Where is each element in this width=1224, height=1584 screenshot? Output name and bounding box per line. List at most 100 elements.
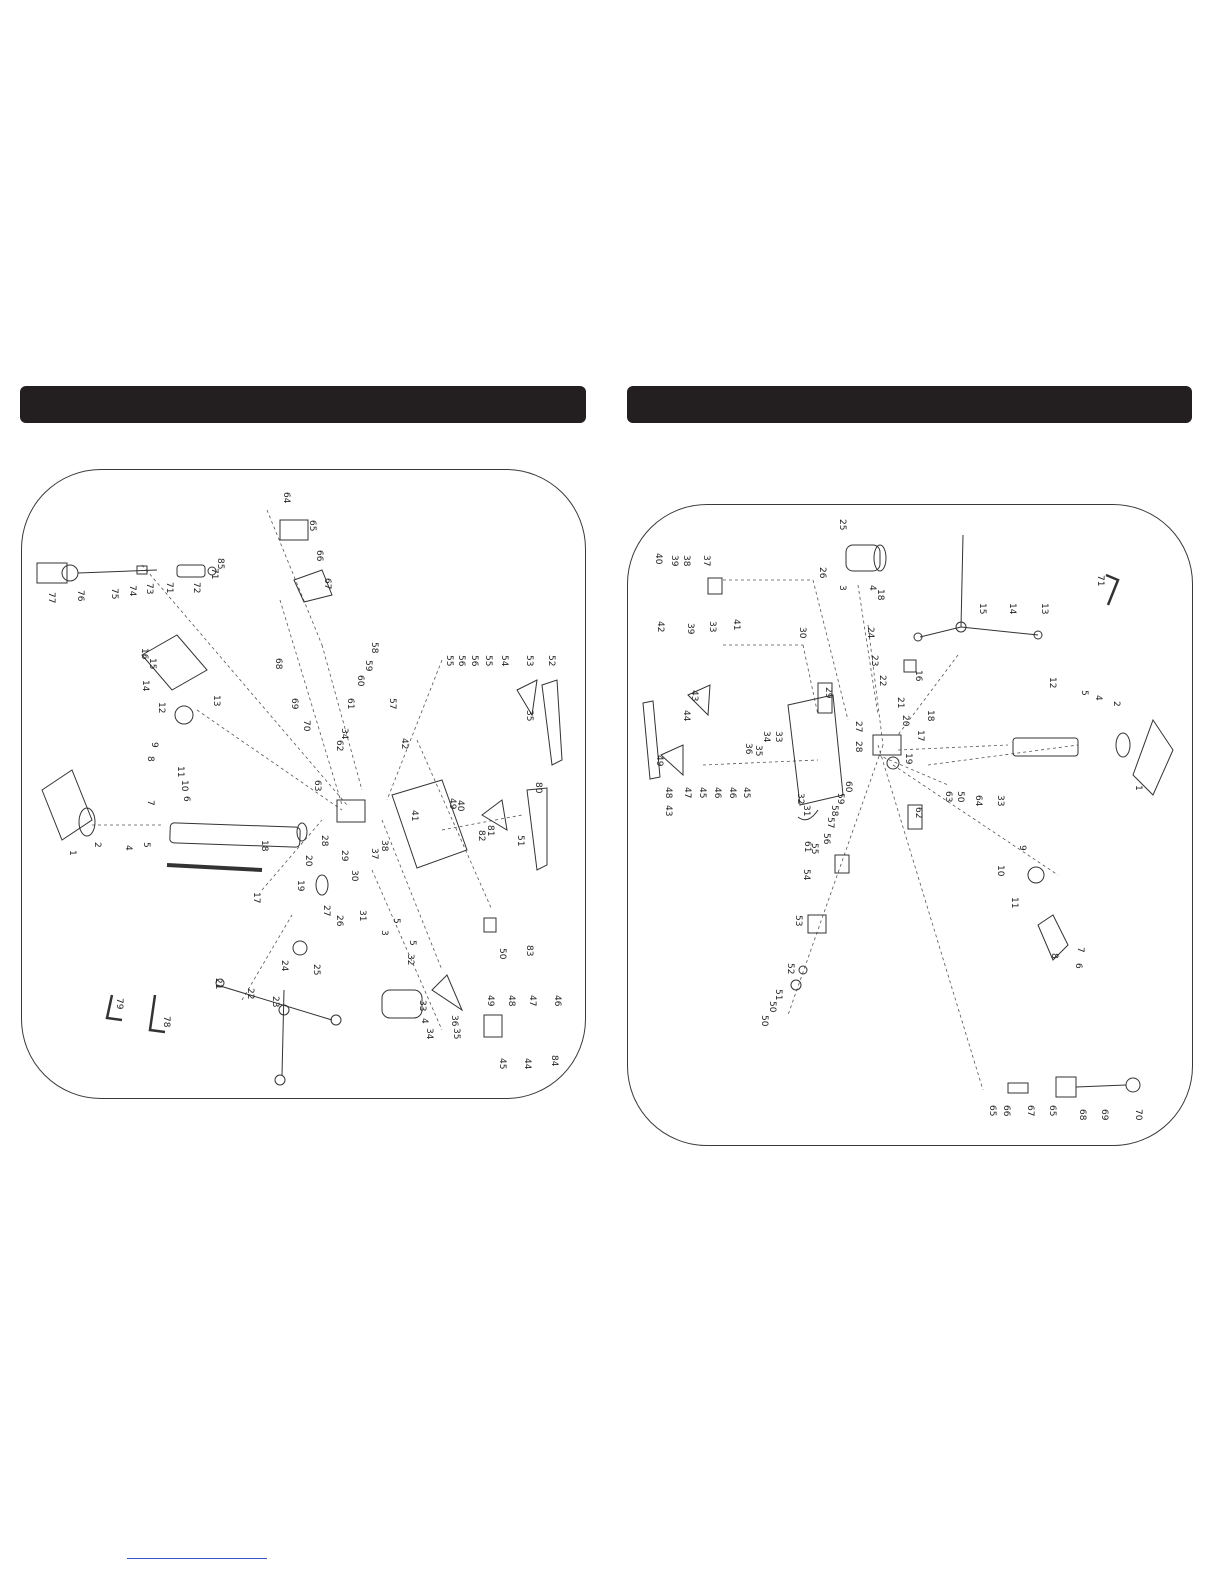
callout-label: 55 xyxy=(444,655,454,666)
callout-label: 43 xyxy=(689,690,699,701)
callout-label: 84 xyxy=(549,1055,559,1067)
callout-label: 46 xyxy=(552,995,562,1007)
callout-label: 1 xyxy=(67,850,77,856)
callout-label: 9 xyxy=(1017,845,1027,851)
callout-label: 4 xyxy=(1093,695,1103,701)
part-77-shape xyxy=(36,562,68,584)
callout-label: 7 xyxy=(1075,947,1085,953)
callout-label: 3 xyxy=(379,930,389,936)
callout-label: 6 xyxy=(181,796,191,802)
callout-label: 22 xyxy=(877,675,887,686)
callout-label: 44 xyxy=(681,710,691,722)
callout-label: 30 xyxy=(349,870,359,882)
callout-label: 33 xyxy=(995,795,1005,806)
callout-label: 56 xyxy=(456,655,466,667)
callout-label: 23 xyxy=(270,996,280,1007)
callout-label: 24 xyxy=(865,627,875,639)
callout-label: 36 xyxy=(449,1015,459,1027)
callout-label: 8 xyxy=(145,756,155,762)
callout-label: 61 xyxy=(802,841,812,852)
callout-label: 17 xyxy=(251,892,261,903)
callout-label: 37 xyxy=(369,848,379,859)
callout-label: 11 xyxy=(1009,897,1019,908)
callout-label: 73 xyxy=(144,583,154,594)
callout-label: 32 xyxy=(405,954,415,965)
callout-label: 40 xyxy=(455,800,465,812)
callout-label: 4 xyxy=(123,845,133,851)
callout-label: 19 xyxy=(903,753,913,765)
callout-label: 56 xyxy=(469,655,479,667)
callout-label: 34 xyxy=(424,1028,434,1040)
callout-label: 30 xyxy=(797,627,807,639)
callout-label: 35 xyxy=(753,745,763,756)
right-section-header-bar xyxy=(627,386,1192,423)
callout-label: 27 xyxy=(853,721,863,732)
callout-label: 33 xyxy=(773,731,783,742)
callout-label: 38 xyxy=(379,840,389,852)
callout-label: 28 xyxy=(319,835,329,847)
callout-label: 51 xyxy=(773,989,783,1000)
callout-label: 18 xyxy=(259,840,269,852)
callout-label: 66 xyxy=(1001,1105,1011,1117)
callout-label: 55 xyxy=(483,655,493,666)
footer-underline-link[interactable] xyxy=(127,1558,267,1559)
callout-label: 6 xyxy=(1073,963,1083,969)
callout-label: 8 xyxy=(1049,953,1059,959)
callout-label: 49 xyxy=(485,995,495,1007)
callout-label: 49 xyxy=(654,755,664,767)
callout-label: 65 xyxy=(987,1105,997,1116)
callout-label: 37 xyxy=(701,555,711,566)
callout-label: 58 xyxy=(369,642,379,654)
callout-label: 62 xyxy=(334,740,344,751)
callout-label: 5 xyxy=(1079,690,1089,696)
callout-label: 39 xyxy=(669,555,679,567)
callout-label: 48 xyxy=(506,995,516,1007)
callout-label: 47 xyxy=(682,787,692,798)
callout-label: 36 xyxy=(743,743,753,755)
callout-label: 71 xyxy=(164,582,174,593)
callout-label: 69 xyxy=(289,698,299,710)
callout-label: 5 xyxy=(407,940,417,946)
callout-label: 18 xyxy=(875,589,885,601)
callout-label: 45 xyxy=(697,787,707,798)
callout-label: 3 xyxy=(837,585,847,591)
callout-label: 49 xyxy=(447,798,457,810)
callout-label: 4 xyxy=(867,585,877,591)
callout-label: 24 xyxy=(279,960,289,972)
left-section-header-bar xyxy=(20,386,586,423)
callout-label: 83 xyxy=(524,945,534,956)
callout-label: 50 xyxy=(955,791,965,803)
callout-label: 21 xyxy=(895,697,905,708)
callout-label: 9 xyxy=(149,742,159,748)
callout-label: 21 xyxy=(213,978,223,989)
callout-label: 71 xyxy=(1095,575,1105,586)
callout-label: 26 xyxy=(334,915,344,927)
callout-label: 47 xyxy=(527,995,537,1006)
callout-label: 63 xyxy=(943,791,953,802)
callout-label: 28 xyxy=(853,741,863,753)
callout-label: 27 xyxy=(321,905,331,916)
callout-label: 51 xyxy=(515,835,525,846)
callout-label: 50 xyxy=(759,1015,769,1027)
callout-label: 60 xyxy=(355,675,365,687)
callout-label: 35 xyxy=(524,710,534,721)
callout-label: 70 xyxy=(1133,1109,1143,1121)
callout-label: 20 xyxy=(303,855,313,867)
callout-label: 2 xyxy=(92,842,102,848)
callout-label: 70 xyxy=(301,720,311,732)
callout-label: 52 xyxy=(546,655,556,666)
callout-label: 18 xyxy=(925,710,935,722)
callout-label: 74 xyxy=(127,585,137,597)
callout-label: 25 xyxy=(837,519,847,530)
callout-label: 39 xyxy=(685,623,695,635)
callout-label: 16 xyxy=(913,670,923,682)
callout-label: 45 xyxy=(741,787,751,798)
callout-label: 64 xyxy=(973,795,983,807)
callout-label: 42 xyxy=(399,738,409,749)
callout-label: 16 xyxy=(139,648,149,660)
callout-label: 69 xyxy=(1099,1109,1109,1121)
callout-label: 5 xyxy=(141,842,151,848)
callout-label: 31 xyxy=(357,910,367,921)
callout-label: 64 xyxy=(281,492,291,504)
callout-label: 48 xyxy=(663,787,673,799)
